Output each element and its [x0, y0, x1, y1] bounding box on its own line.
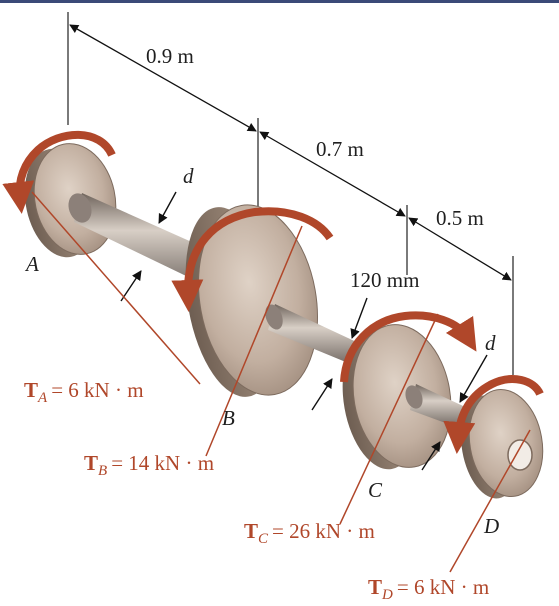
- dim-line-cd: [408, 217, 512, 281]
- leader-line-d: [449, 429, 531, 573]
- torque-label-a: TA= 6 kN · m: [24, 378, 144, 406]
- point-label-c: C: [368, 478, 383, 502]
- dim-label-bc: 0.7 m: [316, 137, 364, 161]
- shaft-diameter-label-ab: d: [183, 164, 194, 188]
- point-label-b: B: [222, 406, 235, 430]
- dim-label-ab: 0.9 m: [146, 44, 194, 68]
- dim-line-ab: [69, 24, 257, 132]
- point-label-a: A: [24, 252, 39, 276]
- bore-arrow-bottom: [311, 378, 333, 411]
- diameter-arrow-top-ab: [158, 191, 177, 224]
- bore-hole: [507, 439, 533, 471]
- torque-arrow-b: [171, 207, 334, 312]
- disk-b: [185, 204, 319, 397]
- dim-label-cd: 0.5 m: [436, 206, 484, 230]
- diameter-arrow-bottom-ab: [120, 270, 142, 302]
- torque-label-b: TB= 14 kN · m: [84, 451, 214, 479]
- bore-label: 120 mm: [350, 268, 419, 292]
- leader-line-c: [339, 313, 439, 525]
- torque-label-d: TD= 6 kN · m: [368, 575, 489, 603]
- torque-arrow-c: [340, 311, 477, 383]
- dim-line-bc: [259, 131, 406, 217]
- torque-arrow-a: [2, 130, 116, 214]
- leader-line-a: [31, 191, 201, 385]
- diameter-arrow-bottom-cd: [421, 441, 441, 471]
- top-border: [0, 0, 559, 3]
- torque-label-c: TC= 26 kN · m: [244, 519, 375, 547]
- bore-arrow-top: [350, 297, 368, 339]
- point-label-d: D: [483, 514, 499, 538]
- shaft-diameter-label-cd: d: [485, 331, 496, 355]
- disk-d: [460, 388, 544, 499]
- disk-c: [342, 324, 452, 470]
- torque-arrow-d: [443, 375, 544, 454]
- diameter-arrow-top-cd: [459, 354, 488, 403]
- leader-line-b: [205, 225, 303, 457]
